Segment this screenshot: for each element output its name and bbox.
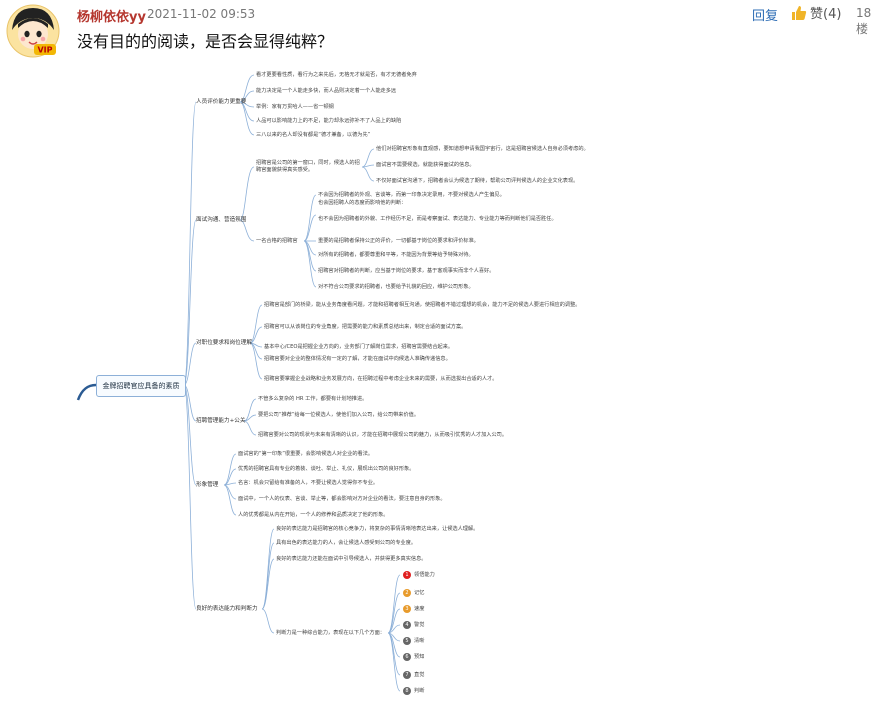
- node-text: 不管多么复杂的 HR 工作，都要有计划地推进。: [258, 396, 368, 402]
- node-text: 重要的是招聘者保持公正的评价，一切都基于岗位的要求和评价标准。: [318, 238, 479, 244]
- node-text: 名言：机会只留给有准备的人，不要让候选人觉得你不专业。: [238, 480, 379, 486]
- branch-label: 招聘管理能力+公关: [196, 418, 246, 424]
- node-text: 面试官的“第一印象”很重要，会影响候选人对企业的看法。: [238, 451, 374, 457]
- node-text: 记忆: [414, 590, 425, 596]
- node-text: 举例：家有万贯哈人——省一顿钢: [256, 104, 334, 110]
- node-text: 他们对招聘官形象有直观感，要知道想申请我国宇宙行，这是招聘官候选人自身必须考虑的…: [376, 146, 589, 152]
- node-text: 招聘官要对公司的现状与未来有清晰的认识，才能在招聘中展现公司的魅力，从而吸引优秀…: [258, 432, 508, 438]
- branch-label: 形象管理: [196, 482, 219, 488]
- mindmap-image[interactable]: 金牌招聘官应具备的素质 人员评价能力更重要 面试沟通、营造氛围 对职位要求和岗位…: [72, 55, 883, 714]
- node-text: 不会因为招聘者的外观、言谈等，而第一印象决定录用，不要对候选人产生偏见。: [318, 192, 505, 198]
- node-text: 要把公司“推荐”给每一位候选人，使他们加入公司，给公司带来价值。: [258, 412, 420, 418]
- node-text: 判断力是一种综合能力，表现在以下几个方面：: [276, 630, 385, 636]
- node-text: 警觉: [414, 622, 425, 628]
- branch-label: 面试沟通、营造氛围: [196, 217, 247, 223]
- like-count-label: 赞(4): [810, 7, 842, 22]
- node-text: 清晰: [414, 638, 425, 644]
- branch-label: 良好的表达能力和判断力: [196, 606, 258, 612]
- branch-label: 人员评价能力更重要: [196, 99, 247, 105]
- node-text: 能力决定是一个人能走多快，而人品则决定着一个人能走多远: [256, 88, 397, 94]
- node-text: 面试中，一个人的仪表、言谈、举止等，都会影响对方对企业的看法，要注意自身的形象。: [238, 496, 446, 502]
- node-text: 优秀的招聘官具有专业的着装、谈吐、举止、礼仪，展现出公司的良好形象。: [238, 466, 415, 472]
- node-text: 招聘官是部门的桥梁，能从业务角度看问题，才能和招聘者相互沟通，使招聘者不错过理想…: [264, 302, 581, 308]
- mindmap-connectors: [76, 74, 401, 692]
- node-text: 不仅好面试官沟通下，招聘者会认为候选了期待，帮助公司评判候选人的企业文化表现。: [376, 178, 579, 184]
- avatar-cartoon-icon: VIP: [6, 4, 60, 58]
- node-text: 对不符合公司要求的招聘者，也要给予礼貌的回应，维护公司形象。: [318, 284, 474, 290]
- branch-label: 对职位要求和岗位理解: [196, 340, 252, 346]
- floor-number: 18楼: [856, 6, 872, 36]
- node-text: 也不会因为招聘者的外貌、工作经历不足，而是考察面试、表达能力、专业能力等而判断他…: [318, 216, 557, 222]
- node-text: 速度: [414, 606, 425, 612]
- author-name[interactable]: 杨柳依依yy: [77, 10, 146, 25]
- node-text: 领悟能力: [414, 572, 435, 578]
- node-text: 看才更要看性质，看行为之来先后，无格无才就是否，有才无德者免弃: [256, 72, 417, 78]
- avatar[interactable]: VIP: [6, 4, 60, 58]
- node-text: 人的优秀都是从内在开始，一个人的修养和品质决定了他的形象。: [238, 512, 389, 518]
- post-timestamp: 2021-11-02 09:53: [147, 7, 256, 21]
- vip-badge: VIP: [37, 46, 52, 55]
- node-text: 招聘官要掌握企业战略和业务发展方向，在招聘过程中考虑企业未来的需要，从而选拔出合…: [264, 376, 498, 382]
- node-text: 招聘官对招聘者的判断，应当基于岗位的要求，基于客观事实而非个人喜好。: [318, 268, 495, 274]
- mindmap-root: 金牌招聘官应具备的素质: [96, 375, 186, 397]
- node-text: 三八以来的名人却没有都是“德才兼备，以德为先”: [256, 132, 371, 138]
- node-text: 对所有的招聘者，都要尊重和平等，不能因为背景等给予特殊对待。: [318, 252, 474, 258]
- node-text: 良好的表达能力是招聘官的核心竞争力，将复杂的事情清晰地表达出来，让候选人理解。: [276, 526, 479, 532]
- node-text: 判断: [414, 688, 425, 694]
- node-text: 一名合格的招聘官: [256, 238, 298, 244]
- node-text: 招聘官要对企业的整体情况有一定的了解，才能在面试中向候选人准确传递信息。: [264, 356, 451, 362]
- post-title: 没有目的的阅读，是否会显得纯粹？: [77, 32, 334, 51]
- node-text: 招聘官可以从该岗位的专业角度，把需要的能力和素质总结出来，制定合适的面试方案。: [264, 324, 467, 330]
- node-text: 面试官不需要候选，就能获得面试的信息。: [376, 162, 475, 168]
- node-text: 也会因招聘人的态度而影响他的判断：: [318, 200, 407, 206]
- node-text: 具有出色的表达能力的人，会让候选人感受到公司的专业度。: [276, 540, 417, 546]
- like-button[interactable]: 赞(4): [791, 3, 841, 22]
- node-text: 良好的表达能力还能在面试中引导候选人，并获得更多真实信息。: [276, 556, 427, 562]
- node-text: 直觉: [414, 672, 425, 678]
- node-text: 基本中心/CEO是把握企业方向的，业务部门了解岗位需求，招聘官需要结合起来。: [264, 344, 454, 350]
- thumbs-up-icon: [792, 5, 807, 20]
- reply-button[interactable]: 回复: [752, 9, 779, 24]
- node-text: 预知: [414, 654, 425, 660]
- node-text: 人品可以影响能力上的不足，能力却永远弥补不了人品上的缺陷: [256, 118, 402, 124]
- node-text: 招聘官是公司的第一窗口，同时，候选人的招聘官面貌获得真实感受。: [256, 160, 360, 173]
